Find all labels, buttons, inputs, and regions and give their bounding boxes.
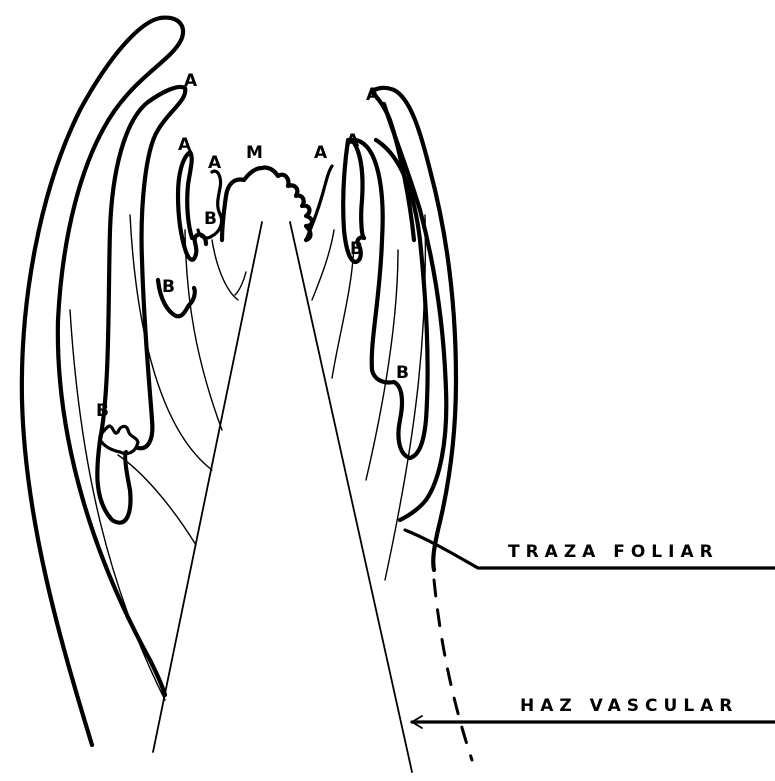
label-traza-foliar: TRAZA FOLIAR [508, 542, 719, 562]
leaf-trace-dashed-line [434, 580, 472, 760]
marker-b-1: B [204, 209, 217, 229]
marker-a-4: A [314, 143, 328, 163]
marker-m: M [246, 143, 263, 163]
marker-a-5: A [346, 131, 360, 151]
leaf-right-outer [372, 88, 456, 570]
marker-b-3: B [96, 401, 109, 421]
apical-meristem [222, 166, 332, 240]
marker-a-3: A [208, 153, 222, 173]
marker-a-6: A [366, 85, 380, 105]
leaf-left-2 [97, 87, 185, 523]
label-haz-vascular: HAZ VASCULAR [520, 696, 738, 716]
marker-b-4: B [350, 239, 363, 259]
marker-a-1: A [184, 71, 198, 91]
marker-b-2: B [162, 277, 175, 297]
marker-b-5: B [396, 363, 409, 383]
marker-a-2: A [178, 135, 192, 155]
